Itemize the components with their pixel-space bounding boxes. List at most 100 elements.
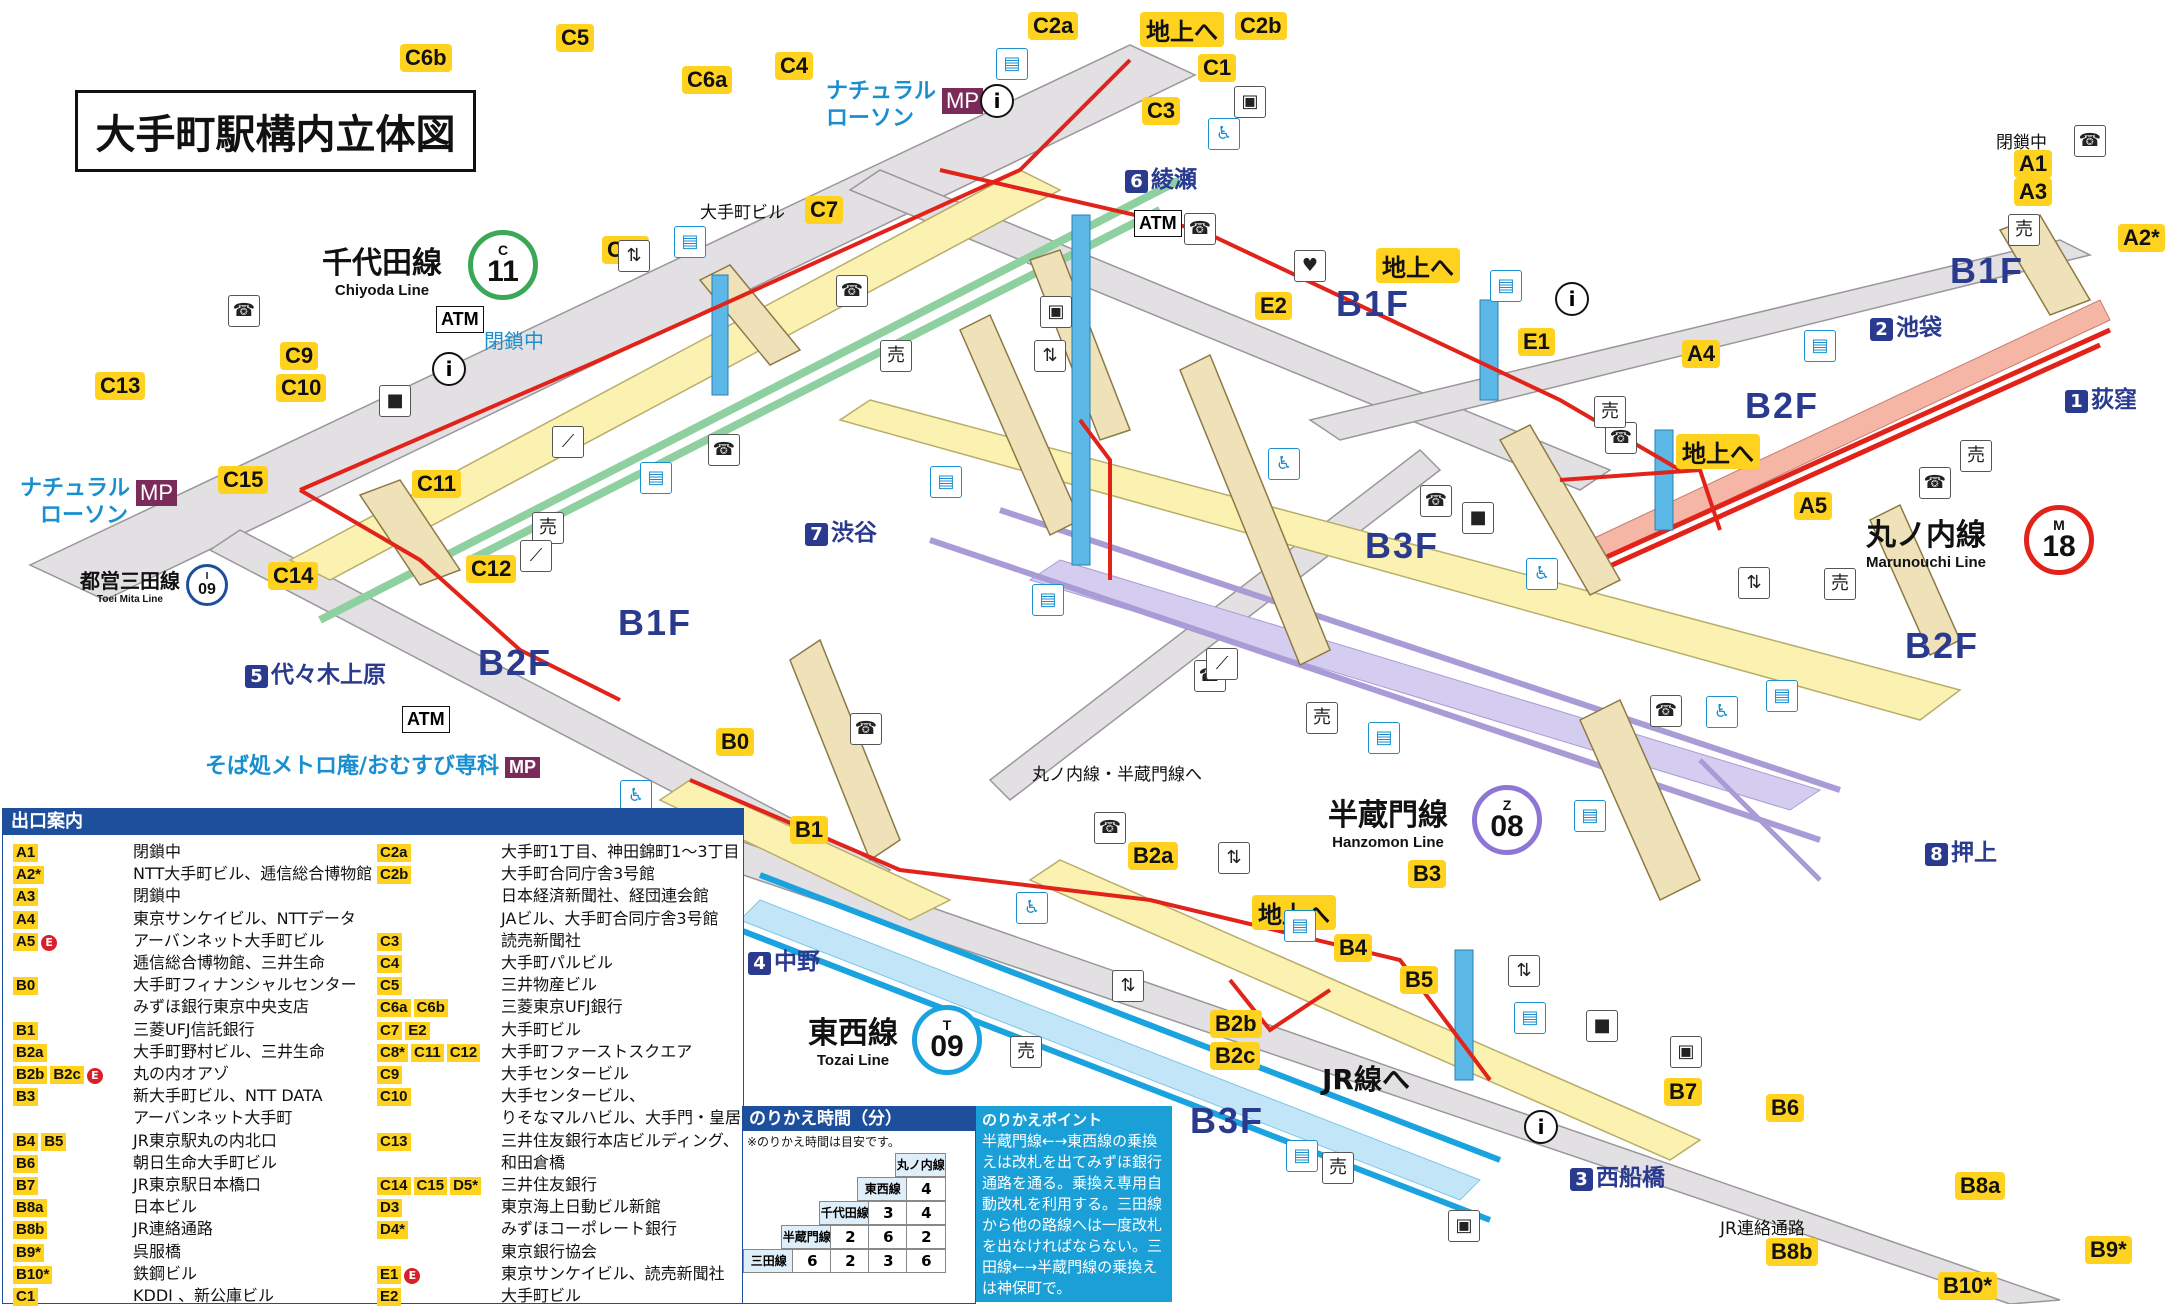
tozai-platform [739,899,1481,1201]
exit-b4[interactable]: B4 [1334,934,1373,962]
exit-code-tag: B2c [50,1066,84,1084]
exit-guide-codes: B2a [13,1041,50,1063]
exit-a5[interactable]: A5 [1794,492,1833,520]
exit-c10[interactable]: C10 [276,374,327,402]
exit-guide-description: 大手センタービル [501,1064,630,1083]
exit-c14[interactable]: C14 [268,562,319,590]
dest-ayase-label: 綾瀬 [1151,167,1197,193]
closed-note-a: 閉鎖中 [1996,133,2047,153]
exit-guide-row: A2*NTT大手町ビル、逓信総合博物館 [13,863,373,885]
exit-guide-row: 和田倉橋 [377,1152,737,1174]
hanzomon-line-jp: 半蔵門線 [1328,798,1448,833]
exit-c4[interactable]: C4 [775,52,814,80]
exit-code-tag: C1 [13,1288,39,1306]
natural-lawson-left-1: ナチュラル [20,476,131,501]
exit-b2c[interactable]: B2c [1210,1042,1261,1070]
exit-guide-description: 閉鎖中 [133,886,182,906]
exit-guide-description: 三菱UFJ信託銀行 [133,1019,255,1039]
exit-code-tag: B9* [13,1243,45,1262]
exit-c7[interactable]: C7 [805,196,844,224]
exit-b1[interactable]: B1 [790,816,829,844]
transfer-time-cell: 3 [868,1201,909,1225]
exit-guide-description: 鉄鋼ビル [133,1263,198,1283]
exit-code-tag: B6 [13,1154,39,1173]
exit-e1[interactable]: E1 [1518,328,1555,356]
exit-b10[interactable]: B10* [1938,1272,1997,1300]
dest-oshiage-num: 8 [1925,843,1948,866]
mita-line-jp: 都営三田線 [80,569,180,593]
exit-c5[interactable]: C5 [556,24,595,52]
aed-icon: ♥ [1294,250,1326,282]
exit-c6a[interactable]: C6a [682,66,733,94]
exit-guide-description: 大手町フィナンシャルセンター [133,975,357,995]
exit-guide-description: 逓信総合博物館、三井生命 [133,953,326,972]
exit-a4[interactable]: A4 [1682,340,1721,368]
toilet-icon: ♿ [1268,448,1300,480]
exit-guide-codes: C1 [13,1285,41,1307]
exit-c2a[interactable]: C2a [1028,12,1079,40]
exit-c12[interactable]: C12 [466,555,517,583]
exit-guide-row: B0 大手町フィナンシャルセンター [13,974,373,996]
exit-b3[interactable]: B3 [1408,860,1447,888]
ticket-machine-icon: ▤ [930,466,962,498]
exit-c1[interactable]: C1 [1198,54,1237,82]
chiyoda-line-label: 千代田線 Chiyoda Line [322,238,442,299]
kiosk-icon: 売 [1824,568,1856,600]
closed-note-chiyoda: 閉鎖中 [484,329,544,353]
exit-b0[interactable]: B0 [716,728,755,756]
tozai-line-badge: T 09 [912,1005,982,1075]
exit-c2b[interactable]: C2b [1235,12,1287,40]
dest-ogikubo-num: 1 [2065,390,2088,413]
exit-code-tag: C11 [411,1043,444,1062]
exit-guide-description: 三井住友銀行本店ビルディング、 [501,1130,739,1150]
exit-guide-codes: A3 [13,885,41,907]
transfer-time-cell: 2 [906,1225,947,1249]
exit-c13[interactable]: C13 [95,372,146,400]
soba-shop-label: そば処メトロ庵/おむすび専科 [205,754,500,779]
exit-b8a[interactable]: B8a [1955,1172,2006,1200]
exit-c9[interactable]: C9 [280,342,319,370]
exit-b9[interactable]: B9* [2085,1236,2132,1264]
exit-guide-description: 東京サンケイビル、NTTデータ [133,908,356,928]
phone-icon: ☎ [2074,125,2106,157]
exit-guide-codes: B3 [13,1085,41,1107]
exit-c11[interactable]: C11 [412,470,462,498]
exit-b6[interactable]: B6 [1766,1094,1805,1122]
exit-b2b[interactable]: B2b [1210,1010,1262,1038]
exit-b7[interactable]: B7 [1664,1078,1703,1106]
exit-guide-description: 大手町パルビル [501,953,614,972]
tozai-b2-concourse [1028,859,1702,1161]
elevator-shaft-5 [1454,949,1474,1081]
exit-code-tag: D4* [377,1221,409,1240]
exit-guide-codes: B8a [13,1196,50,1218]
exit-guide-codes: E2 [377,1285,404,1307]
exit-e2[interactable]: E2 [1255,292,1292,320]
exit-code-tag: E2 [405,1021,430,1040]
exit-guide-title: 出口案内 [3,809,743,835]
exit-guide-codes: B0 [13,974,41,996]
exit-guide-description: 大手町1丁目、神田錦町1〜3丁目 [501,842,740,861]
ticket-machine-icon: ▤ [1490,270,1522,302]
exit-guide-codes: C3 [377,930,405,952]
phone-icon: ☎ [708,434,740,466]
exit-c15[interactable]: C15 [218,466,269,494]
exit-a2[interactable]: A2* [2118,224,2165,252]
exit-b2a[interactable]: B2a [1128,842,1179,870]
transfer-point-panel: のりかえポイント 半蔵門線←→東西線の乗換えは改札を出てみずほ銀行通路を通る。乗… [976,1106,1172,1302]
tozai-badge-number: 09 [930,1030,964,1063]
exit-c6b[interactable]: C6b [400,44,452,72]
exit-b5[interactable]: B5 [1400,966,1439,994]
exit-guide-description: アーバンネット大手町 [133,1108,293,1128]
exit-b8b[interactable]: B8b [1766,1238,1818,1266]
dest-oshiage-label: 押上 [1951,840,1997,866]
exit-c3[interactable]: C3 [1142,97,1181,125]
exit-a3[interactable]: A3 [2014,178,2053,206]
exit-a1[interactable]: A1 [2014,150,2053,178]
